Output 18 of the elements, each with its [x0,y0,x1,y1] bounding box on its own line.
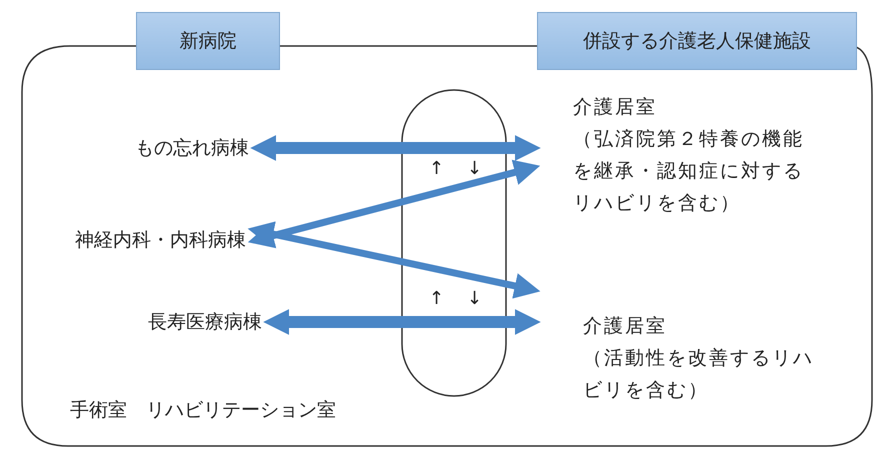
arrow [248,160,540,248]
room-label: 手術室 リハビリテーション室 [70,398,336,423]
header-box: 併設する介護老人保健施設 [537,12,857,70]
room-description: （活動性を改善するリハビリを含む） [583,346,815,403]
ward-label: 神経内科・内科病棟 [75,224,246,256]
arrow [263,309,541,335]
room-title: 介護居室 [583,314,668,339]
ward-label: もの忘れ病棟 [135,132,249,164]
arrow [250,135,541,161]
direction-arrow: ↑ [429,288,444,310]
arrow [248,221,540,299]
room-title: 介護居室 [573,95,658,120]
direction-arrow: ↓ [467,288,482,310]
room-description: （弘済院第２特養の機能を継承・認知症に対するリハビリを含む） [573,127,805,216]
ward-label: 長寿医療病棟 [148,306,262,338]
header-box: 新病院 [136,12,280,70]
direction-arrow: ↓ [467,158,482,180]
direction-arrow: ↑ [429,158,444,180]
